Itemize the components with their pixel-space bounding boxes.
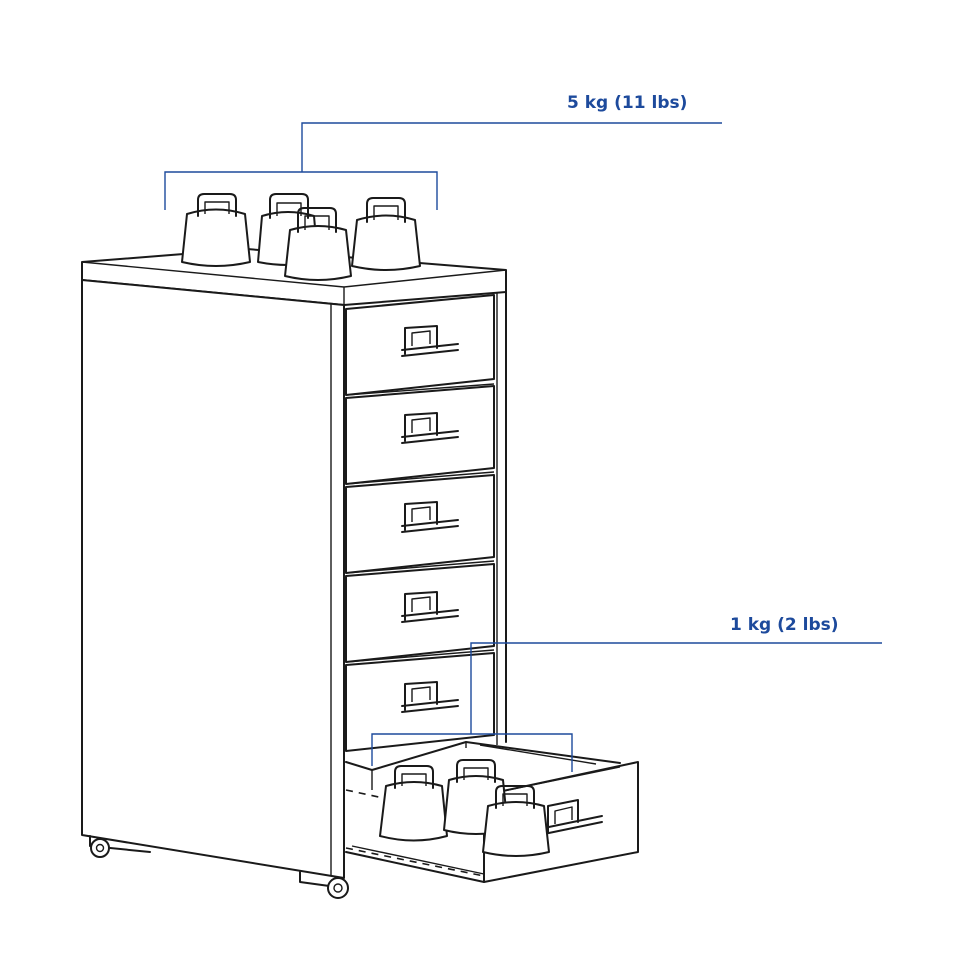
wheel-icon xyxy=(89,835,151,858)
top-load-span xyxy=(164,171,438,210)
drawer-4 xyxy=(345,563,495,663)
drawer-stack xyxy=(345,294,495,752)
drawer-load-bracket xyxy=(371,642,882,772)
open-drawer-floor xyxy=(345,851,485,883)
caster-wheels xyxy=(89,835,349,899)
weight-icon xyxy=(284,207,352,281)
drawer-5 xyxy=(345,652,495,752)
weight-icon xyxy=(379,765,448,842)
drawer-load-leader xyxy=(470,642,882,734)
handle-icon xyxy=(401,591,459,623)
wheel-icon xyxy=(299,871,349,899)
top-load-label: 5 kg (11 lbs) xyxy=(567,93,688,113)
cabinet-side-panel xyxy=(81,279,345,879)
drawer-handles xyxy=(401,325,459,713)
handle-icon xyxy=(543,799,603,835)
drawer-weights xyxy=(379,759,550,857)
drawer-load-span xyxy=(371,733,573,772)
handle-icon xyxy=(401,325,459,357)
handle-icon xyxy=(401,501,459,533)
top-load-bracket xyxy=(164,122,722,210)
weight-icon xyxy=(351,197,421,271)
weight-icon xyxy=(482,785,550,857)
top-load-leader xyxy=(301,122,722,172)
drawer-load-label: 1 kg (2 lbs) xyxy=(730,615,839,635)
weight-icon xyxy=(181,193,251,267)
top-weights xyxy=(181,193,421,281)
open-drawer-rim xyxy=(345,741,621,771)
drawer-1 xyxy=(345,294,495,396)
handle-icon xyxy=(401,681,459,713)
handle-icon xyxy=(401,412,459,444)
